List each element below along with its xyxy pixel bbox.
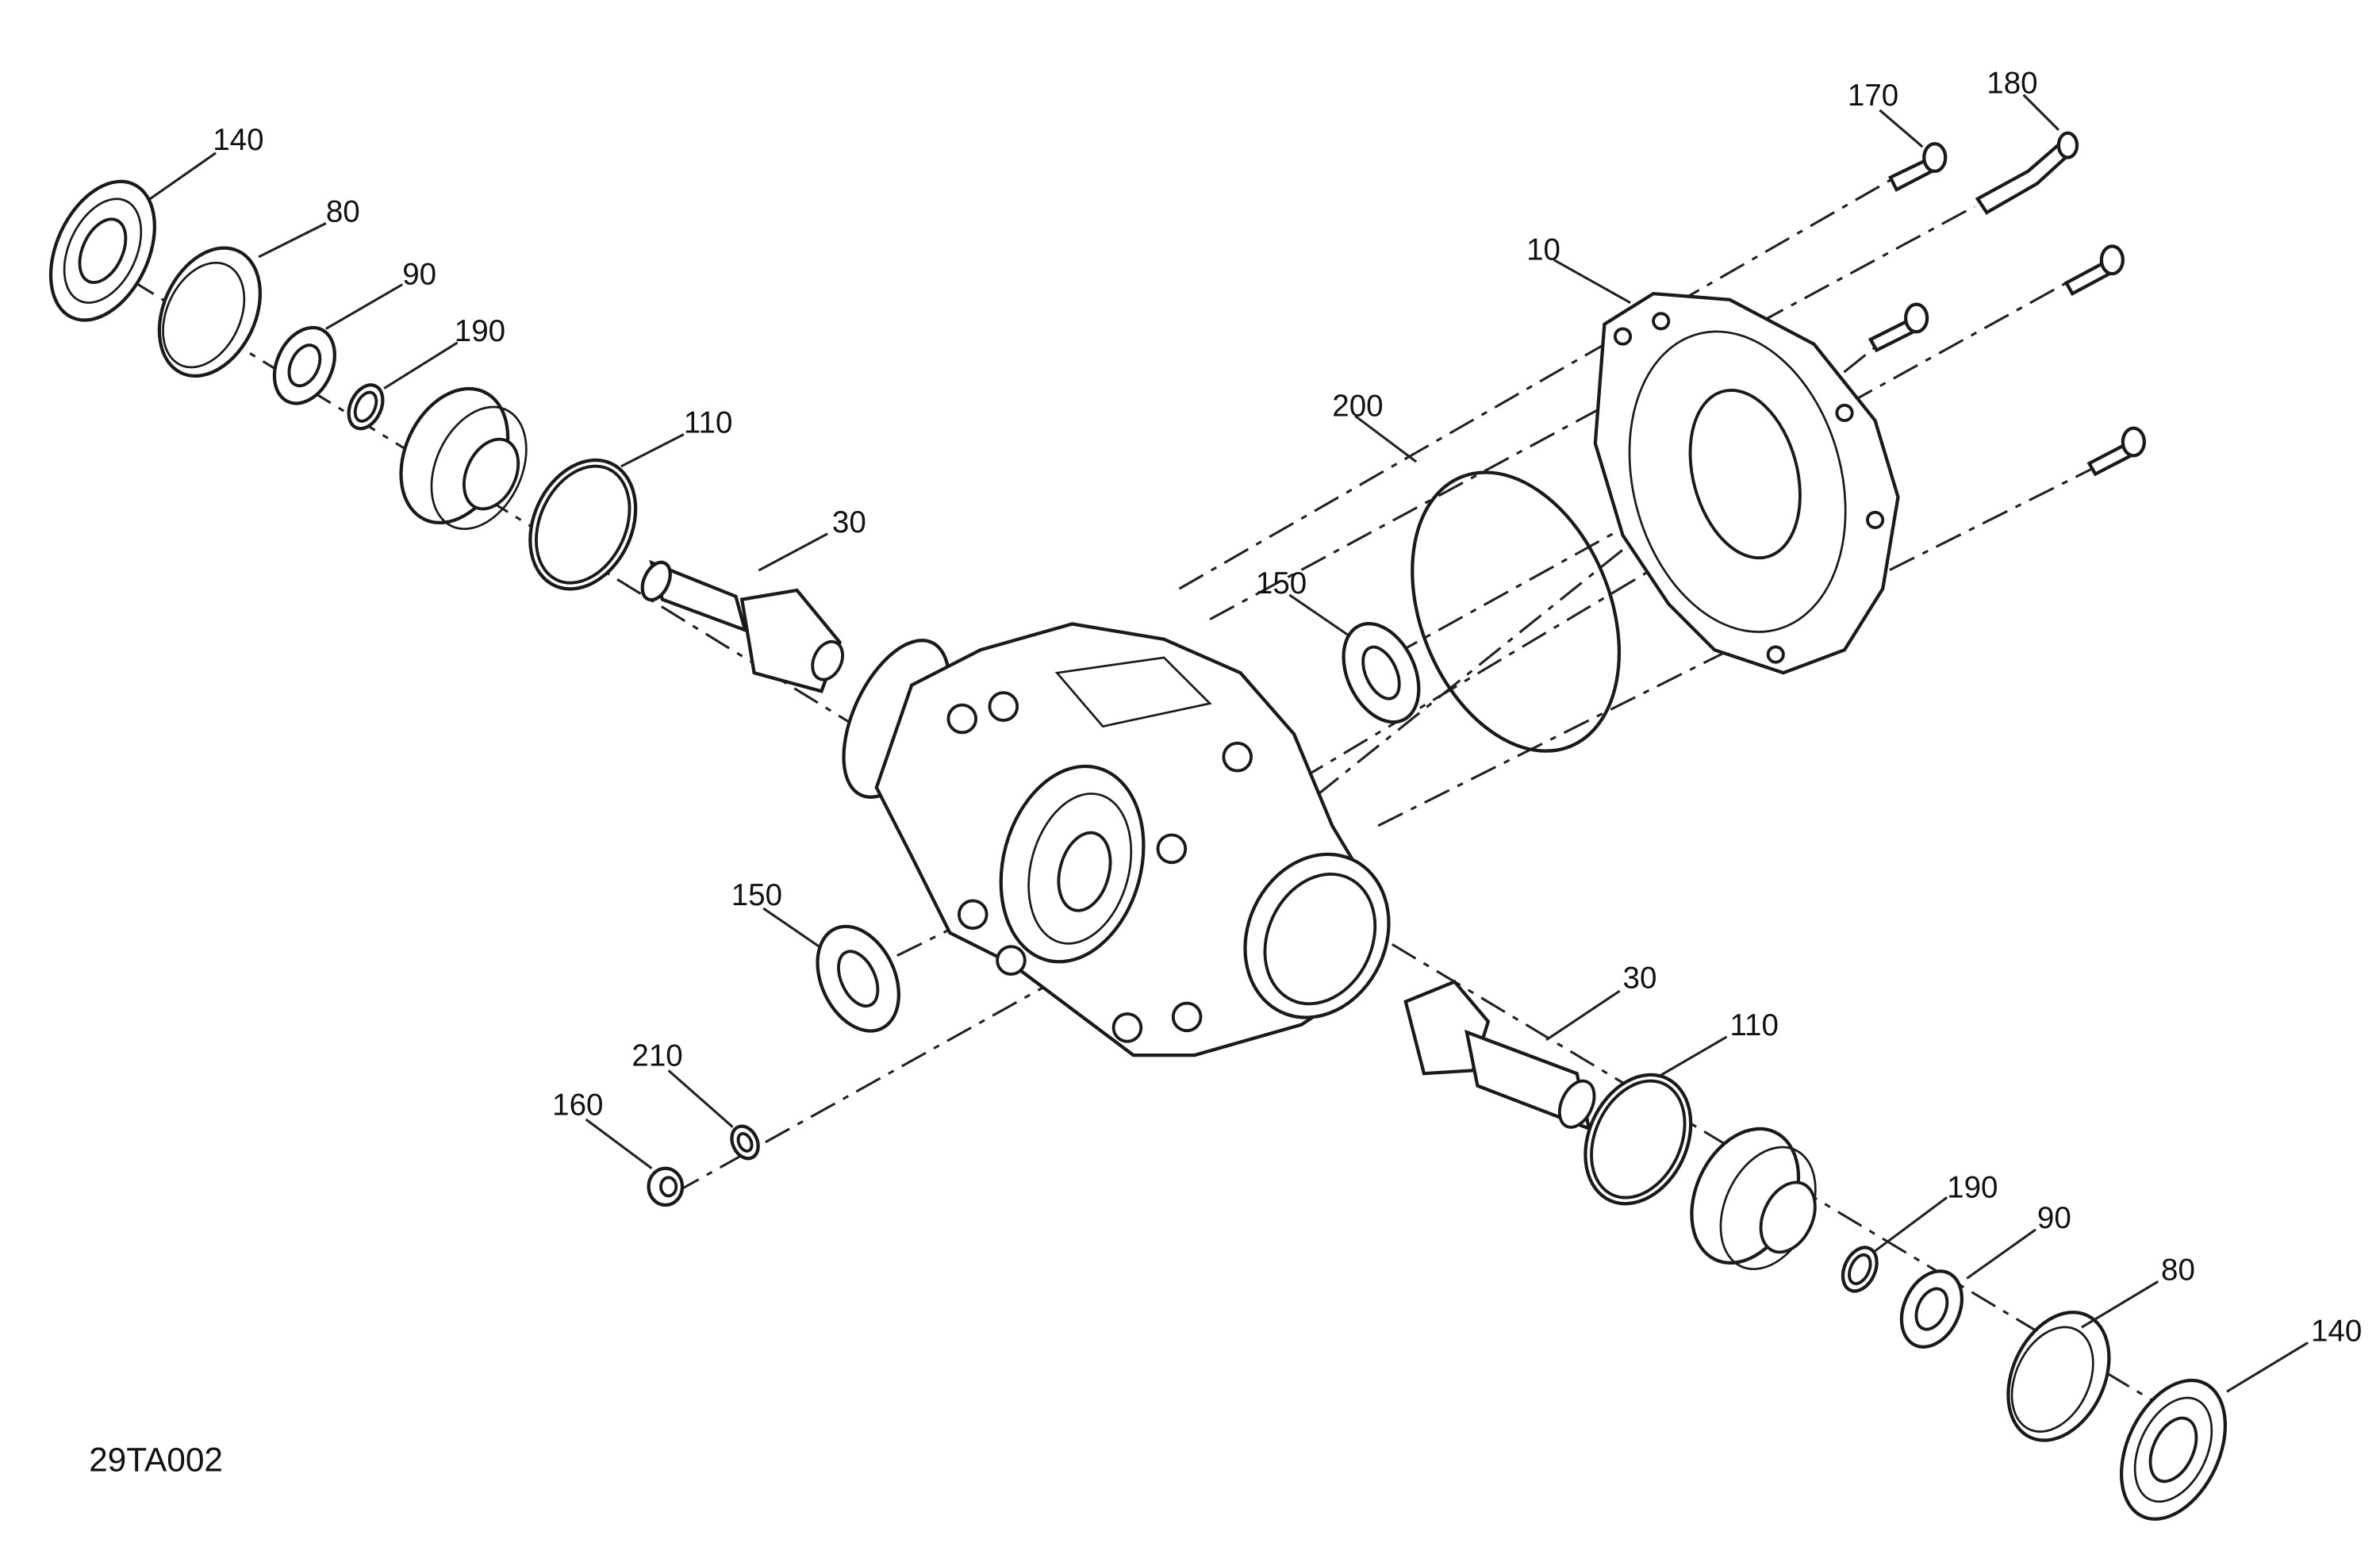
- bearing-cup-80-top: [157, 246, 262, 378]
- callout-80-top: 80: [326, 195, 360, 229]
- callout-210: 210: [631, 1039, 682, 1073]
- o-ring-190-top: [347, 383, 385, 431]
- callout-80-bottom: 80: [2161, 1253, 2195, 1287]
- seal-150-lower: [816, 924, 900, 1033]
- gasket-200: [1411, 470, 1622, 753]
- pinion-gear-30-bottom: [1403, 980, 1596, 1131]
- callout-30-bottom: 30: [1623, 961, 1657, 995]
- nut-90-top: [272, 325, 336, 405]
- callout-180: 180: [1987, 67, 2037, 101]
- callout-150-upper: 150: [1256, 566, 1307, 601]
- callout-90-bottom: 90: [2037, 1201, 2071, 1235]
- oil-seal-140-top: [48, 179, 156, 322]
- plug-160: [647, 1166, 685, 1207]
- callout-160: 160: [552, 1088, 603, 1122]
- callout-170: 170: [1848, 79, 1898, 113]
- seal-150-upper: [1342, 622, 1421, 724]
- bearing-cup-80-bottom: [2006, 1311, 2111, 1442]
- callout-110-bottom: 110: [1729, 1008, 1778, 1042]
- callout-200: 200: [1332, 389, 1383, 423]
- figure-reference-code: 29TA002: [89, 1441, 223, 1478]
- bolts-170: [1868, 142, 2146, 477]
- callout-140-top: 140: [213, 123, 263, 157]
- o-ring-110-bottom: [1583, 1073, 1693, 1206]
- oil-seal-140-bottom: [2119, 1378, 2227, 1521]
- callout-labels: 140 80 90 190 110 30 170 180 10 200 150 …: [213, 67, 2362, 1349]
- main-housing: [842, 622, 1391, 1057]
- callout-110-top: 110: [684, 406, 732, 440]
- nut-90-bottom: [1899, 1269, 1964, 1349]
- o-ring-190-bottom: [1841, 1246, 1879, 1293]
- bearing-bottom: [1690, 1127, 1817, 1271]
- washer-210: [730, 1124, 760, 1161]
- cover-10: [1593, 291, 1900, 675]
- leader-lines: [149, 94, 2309, 1393]
- callout-190-top: 190: [455, 314, 505, 348]
- callout-10: 10: [1526, 233, 1560, 267]
- callout-140-bottom: 140: [2311, 1315, 2362, 1349]
- pinion-gear-30-top: [640, 559, 845, 693]
- bearing-top: [399, 386, 528, 531]
- breather-tube-180: [1975, 131, 2079, 215]
- o-ring-110-top: [528, 458, 638, 591]
- callout-150-lower: 150: [731, 878, 782, 912]
- callout-30-top: 30: [832, 505, 866, 539]
- callout-190-bottom: 190: [1947, 1170, 1998, 1204]
- callout-90-top: 90: [402, 258, 436, 292]
